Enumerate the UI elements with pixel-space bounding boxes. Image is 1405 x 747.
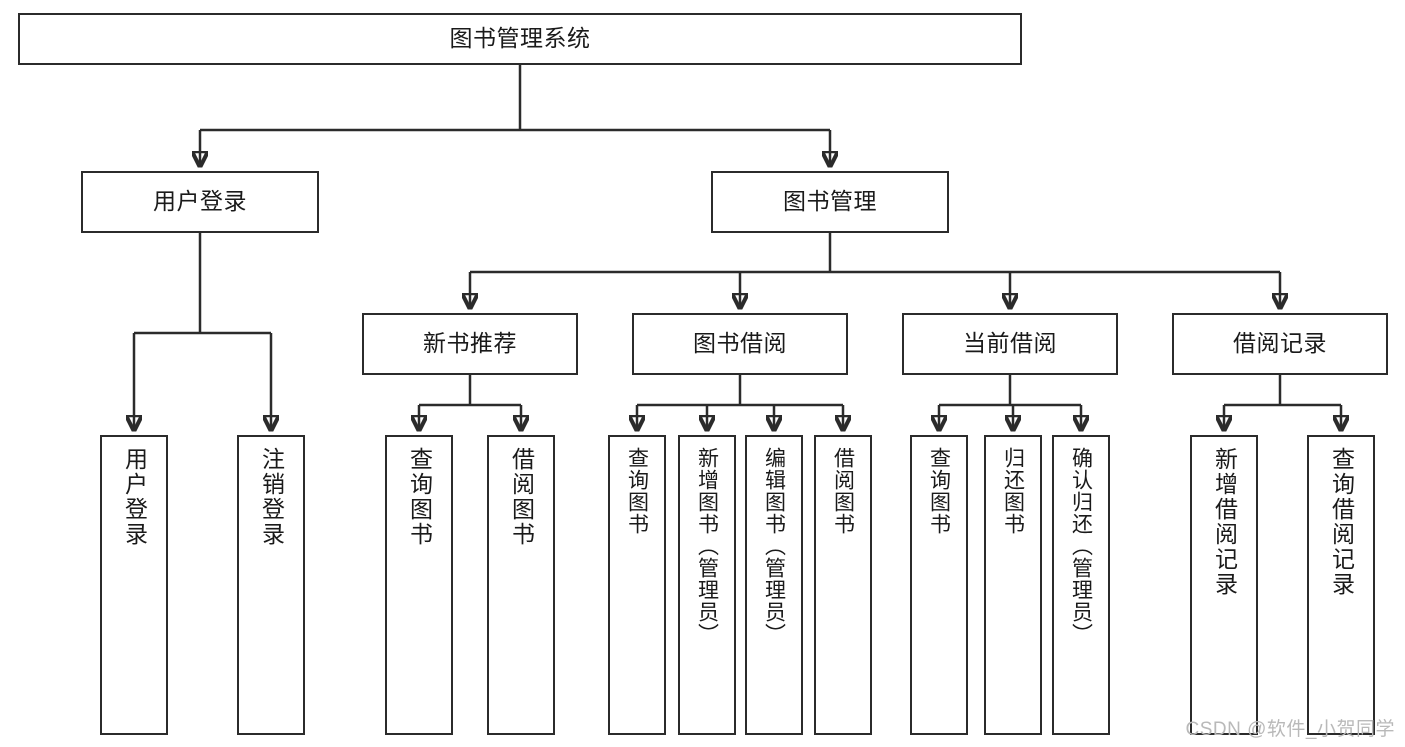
leaf-logout-login[interactable]: 注销登录 <box>237 435 305 735</box>
leaf-query-borrow-record-label: 查询借阅记录 <box>1328 447 1355 597</box>
node-user-login-label: 用户登录 <box>153 188 247 215</box>
leaf-edit-book-admin-label: 编辑图书（管理员） <box>762 447 786 645</box>
leaf-query-book-current-label: 查询图书 <box>927 447 951 535</box>
leaf-add-borrow-record[interactable]: 新增借阅记录 <box>1190 435 1258 735</box>
node-book-management[interactable]: 图书管理 <box>711 171 949 233</box>
leaf-query-book-recommend[interactable]: 查询图书 <box>385 435 453 735</box>
node-root[interactable]: 图书管理系统 <box>18 13 1022 65</box>
leaf-query-book-borrow[interactable]: 查询图书 <box>608 435 666 735</box>
leaf-query-borrow-record[interactable]: 查询借阅记录 <box>1307 435 1375 735</box>
leaf-return-book-label: 归还图书 <box>1001 447 1025 535</box>
leaf-borrow-book-label: 借阅图书 <box>831 447 855 535</box>
leaf-logout-login-label: 注销登录 <box>258 447 285 547</box>
node-user-login[interactable]: 用户登录 <box>81 171 319 233</box>
node-current-borrow[interactable]: 当前借阅 <box>902 313 1118 375</box>
leaf-borrow-book-recommend[interactable]: 借阅图书 <box>487 435 555 735</box>
leaf-borrow-book[interactable]: 借阅图书 <box>814 435 872 735</box>
node-new-book-recommend[interactable]: 新书推荐 <box>362 313 578 375</box>
node-current-borrow-label: 当前借阅 <box>963 330 1057 357</box>
leaf-query-book-borrow-label: 查询图书 <box>625 447 649 535</box>
leaf-borrow-book-recommend-label: 借阅图书 <box>508 447 535 547</box>
node-book-borrow[interactable]: 图书借阅 <box>632 313 848 375</box>
leaf-return-book[interactable]: 归还图书 <box>984 435 1042 735</box>
node-new-book-recommend-label: 新书推荐 <box>423 330 517 357</box>
node-book-borrow-label: 图书借阅 <box>693 330 787 357</box>
leaf-add-book-admin[interactable]: 新增图书（管理员） <box>678 435 736 735</box>
leaf-user-login-label: 用户登录 <box>121 447 148 547</box>
leaf-confirm-return-admin[interactable]: 确认归还（管理员） <box>1052 435 1110 735</box>
node-root-label: 图书管理系统 <box>449 25 591 52</box>
leaf-query-book-recommend-label: 查询图书 <box>406 447 433 547</box>
leaf-add-book-admin-label: 新增图书（管理员） <box>695 447 719 645</box>
leaf-edit-book-admin[interactable]: 编辑图书（管理员） <box>745 435 803 735</box>
node-book-management-label: 图书管理 <box>783 188 877 215</box>
leaf-user-login[interactable]: 用户登录 <box>100 435 168 735</box>
leaf-add-borrow-record-label: 新增借阅记录 <box>1211 447 1238 597</box>
node-borrow-record-label: 借阅记录 <box>1233 330 1327 357</box>
watermark: CSDN @软件_小贺同学 <box>1185 719 1395 740</box>
leaf-confirm-return-admin-label: 确认归还（管理员） <box>1069 447 1093 645</box>
node-borrow-record[interactable]: 借阅记录 <box>1172 313 1388 375</box>
leaf-query-book-current[interactable]: 查询图书 <box>910 435 968 735</box>
